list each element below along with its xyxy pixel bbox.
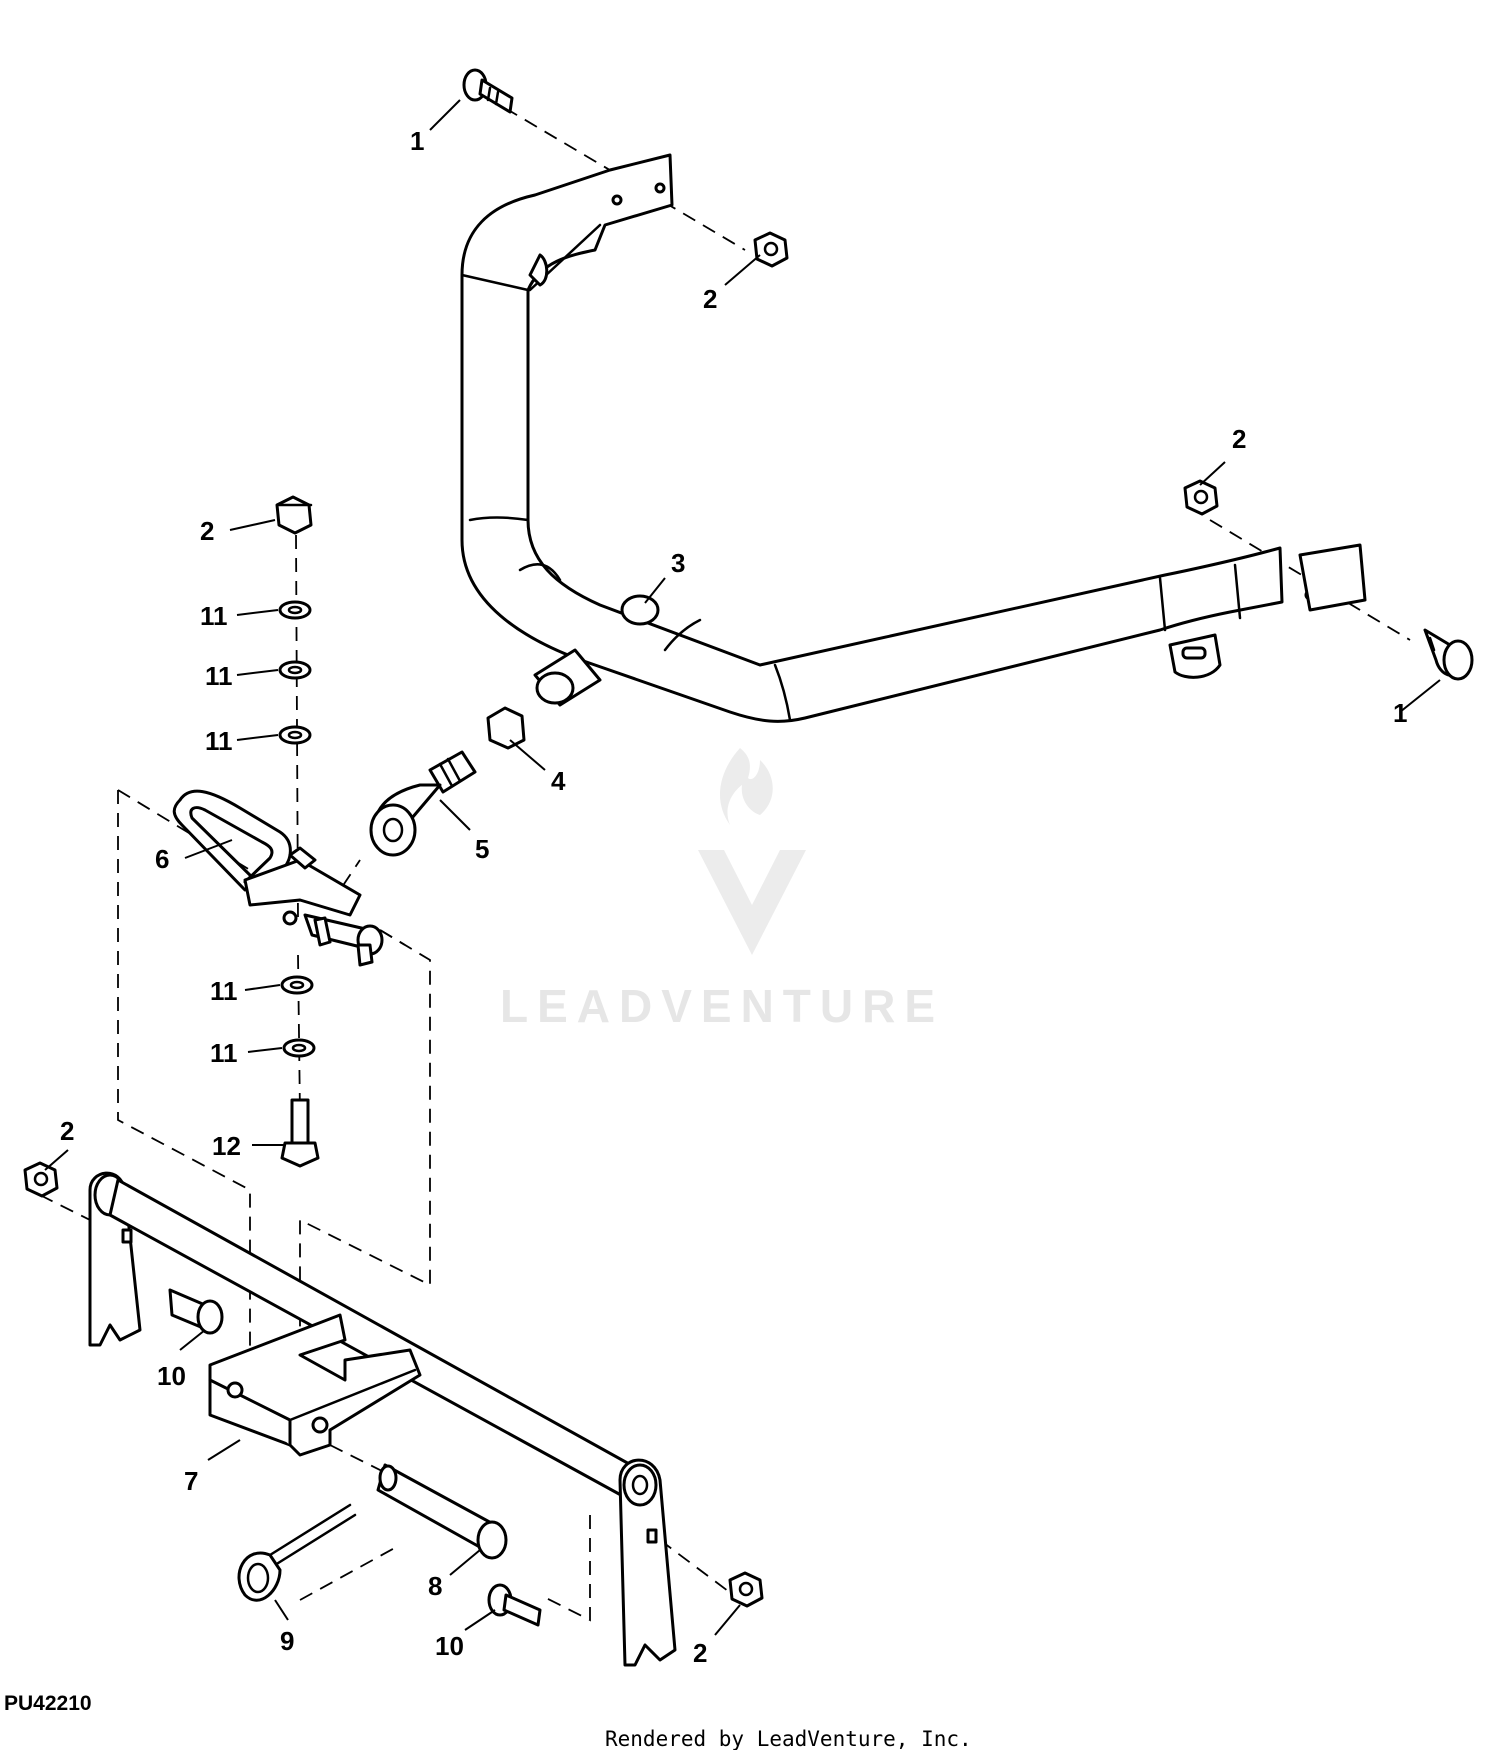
callout-10-lower: 10 xyxy=(435,1631,464,1661)
bolt-part-1-right xyxy=(1423,628,1474,681)
callout-5: 5 xyxy=(475,834,489,864)
nut-part-2-top xyxy=(753,231,789,268)
bolt-part-10-lower xyxy=(487,1583,542,1627)
leadventure-watermark: LEADVENTURE xyxy=(500,748,944,1032)
cotter-pin-part-9 xyxy=(237,1503,357,1602)
callout-1-top: 1 xyxy=(410,126,424,156)
callout-9: 9 xyxy=(280,1626,294,1656)
lever-part-6 xyxy=(172,789,384,967)
callout-11-a: 11 xyxy=(200,601,228,631)
nut-part-2-stack xyxy=(275,495,313,535)
watermark-text: LEADVENTURE xyxy=(500,980,944,1032)
callout-11-e: 11 xyxy=(210,1038,238,1068)
bumper-frame xyxy=(460,153,1367,723)
callout-8: 8 xyxy=(428,1571,442,1601)
nut-part-2-bottom xyxy=(728,1571,764,1608)
bolt-part-10-upper xyxy=(168,1288,224,1335)
jam-nut-part-4 xyxy=(486,706,526,750)
callout-2-top: 2 xyxy=(703,284,717,314)
callout-11-d: 11 xyxy=(210,976,238,1006)
callout-2-bottom: 2 xyxy=(693,1638,707,1668)
callout-10-upper: 10 xyxy=(157,1361,186,1391)
callouts: 1 2 1 2 3 4 5 2 11 11 11 6 11 11 12 2 10… xyxy=(60,126,1407,1668)
bolt-part-1-top xyxy=(462,68,514,114)
callout-1-right: 1 xyxy=(1393,698,1407,728)
footer-credit: Rendered by LeadVenture, Inc. xyxy=(605,1727,972,1750)
bolt-part-12 xyxy=(280,1098,320,1168)
hitch-assembly-part-7 xyxy=(88,1171,677,1667)
reference-code: PU42210 xyxy=(4,1692,92,1715)
leader-lines xyxy=(44,99,1441,1636)
nut-part-2-right xyxy=(1183,479,1219,516)
v-logo xyxy=(698,850,806,955)
callout-4: 4 xyxy=(551,766,566,796)
pin-part-8 xyxy=(376,1463,508,1560)
callout-2-stack: 2 xyxy=(200,516,214,546)
callout-7: 7 xyxy=(184,1466,198,1496)
rod-end-part-5 xyxy=(369,750,477,857)
callout-12: 12 xyxy=(212,1131,241,1161)
callout-11-b: 11 xyxy=(205,661,233,691)
washers-part-11 xyxy=(278,600,316,1058)
flame-logo xyxy=(719,748,773,825)
callout-2-left: 2 xyxy=(60,1116,74,1146)
callout-2-right: 2 xyxy=(1232,424,1246,454)
callout-3: 3 xyxy=(671,548,685,578)
callout-6: 6 xyxy=(155,844,169,874)
nut-part-2-left xyxy=(23,1161,59,1198)
callout-11-c: 11 xyxy=(205,726,233,756)
